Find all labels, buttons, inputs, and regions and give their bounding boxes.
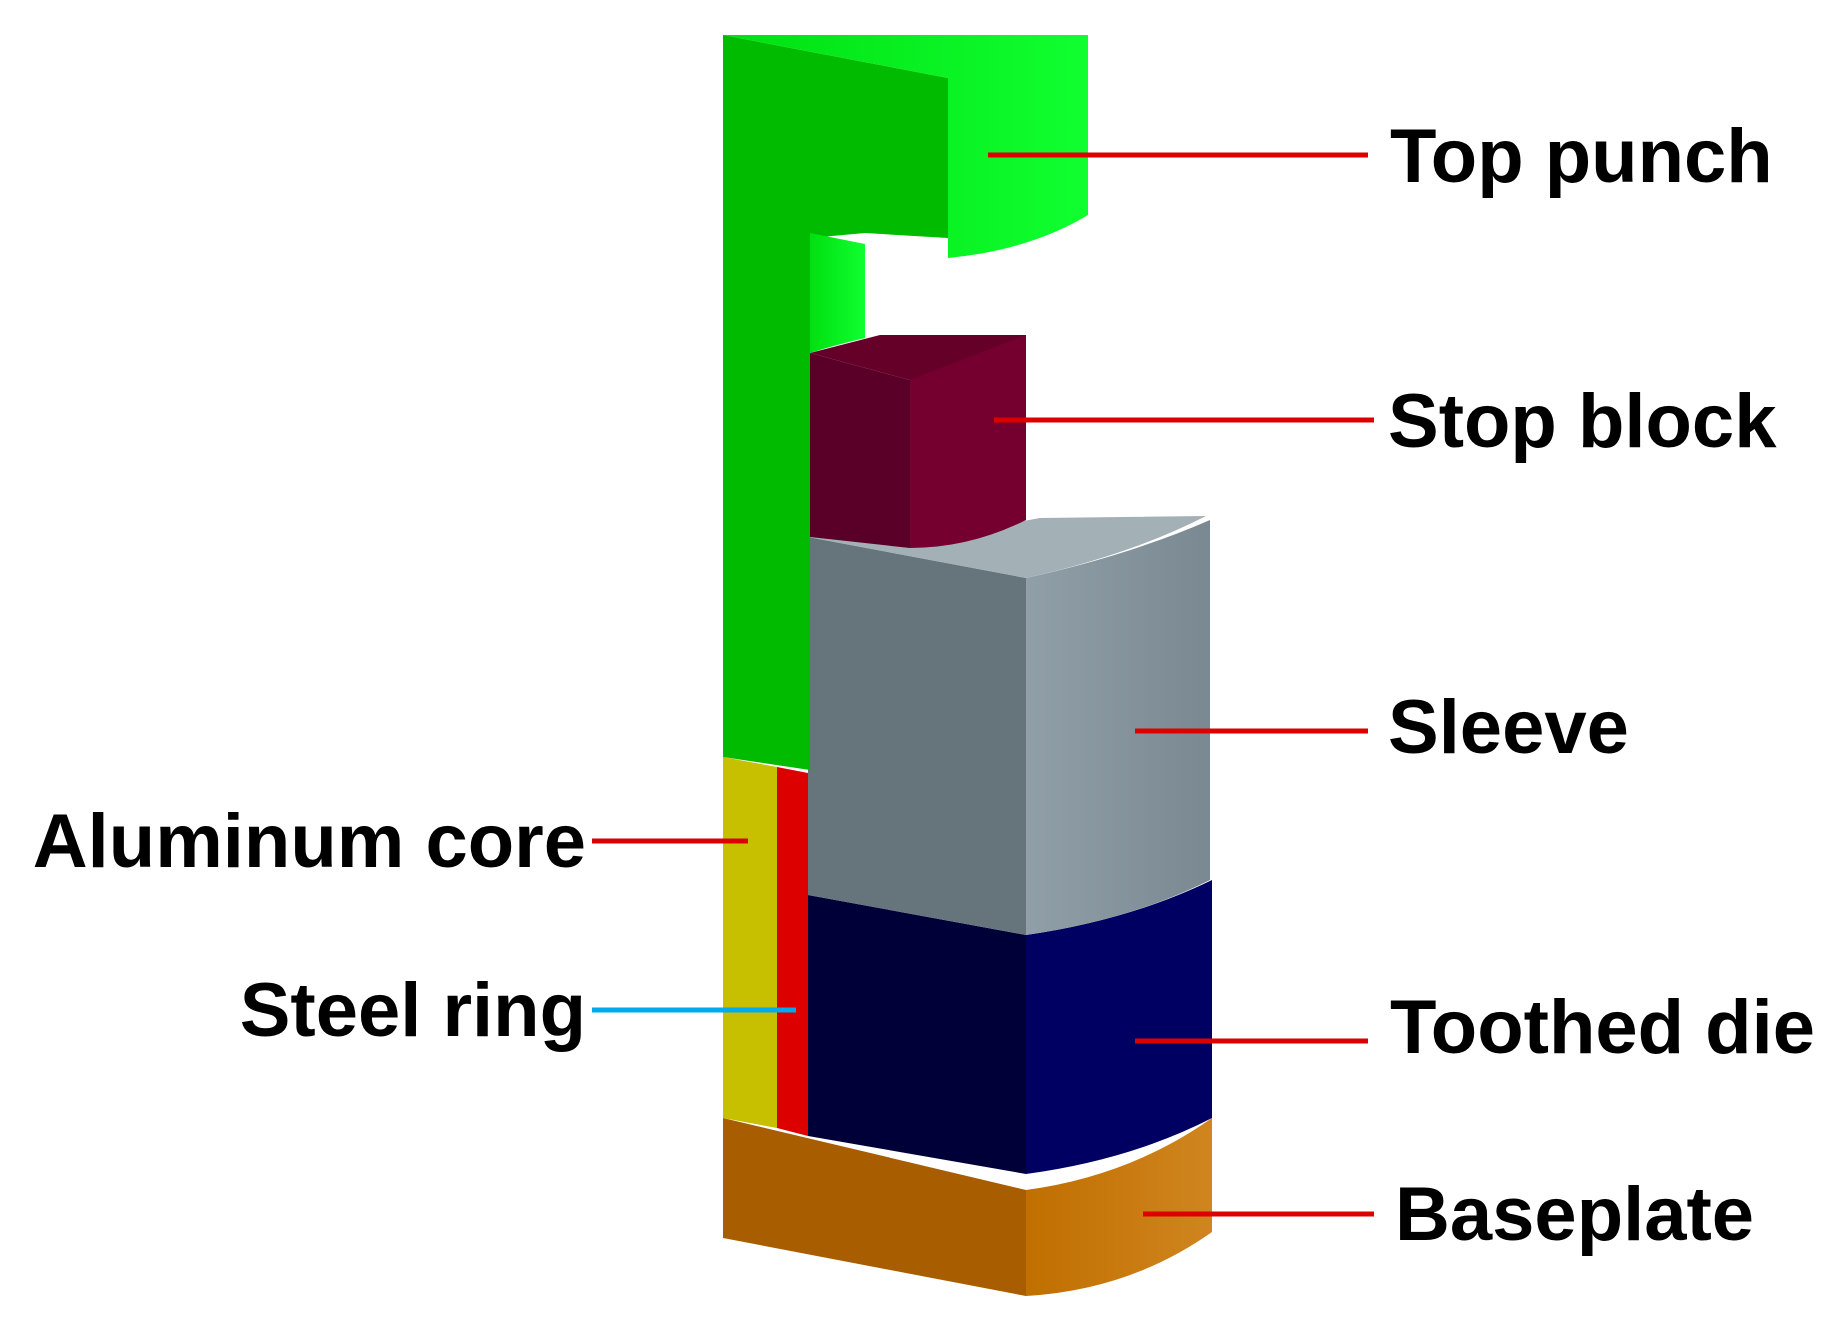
stop-block-part [810,335,1026,548]
label-sleeve: Sleeve [1388,685,1629,770]
top-punch-head-side [723,35,1088,258]
top-punch-stem-side [810,233,865,353]
sleeve-front-face [808,537,1026,935]
label-top-punch: Top punch [1390,114,1773,199]
toothed-die-side-face [1026,880,1212,1174]
toothed-die-part [808,880,1212,1174]
leader-lines [592,152,1374,1217]
steel-ring-part [777,767,808,1136]
stop-block-top-face [810,335,1026,380]
top-punch-front-face [723,35,948,770]
part-labels: Top punch Stop block Sleeve Toothed die … [33,114,1815,1257]
stop-block-side-face [910,335,1026,548]
label-toothed-die: Toothed die [1390,985,1815,1070]
sleeve-part [808,516,1210,935]
baseplate-side-face [1026,1118,1212,1296]
label-baseplate: Baseplate [1395,1172,1754,1257]
label-steel-ring: Steel ring [240,968,586,1053]
baseplate-front-face [723,1118,1026,1296]
label-aluminum-core: Aluminum core [33,799,586,884]
label-stop-block: Stop block [1388,379,1777,464]
baseplate-part [723,1118,1212,1296]
toothed-die-front-face [808,895,1026,1174]
stop-block-front-face [810,353,910,548]
sleeve-side-face [1026,520,1210,935]
aluminum-core-part [723,757,777,1128]
top-punch-part [723,35,1088,770]
